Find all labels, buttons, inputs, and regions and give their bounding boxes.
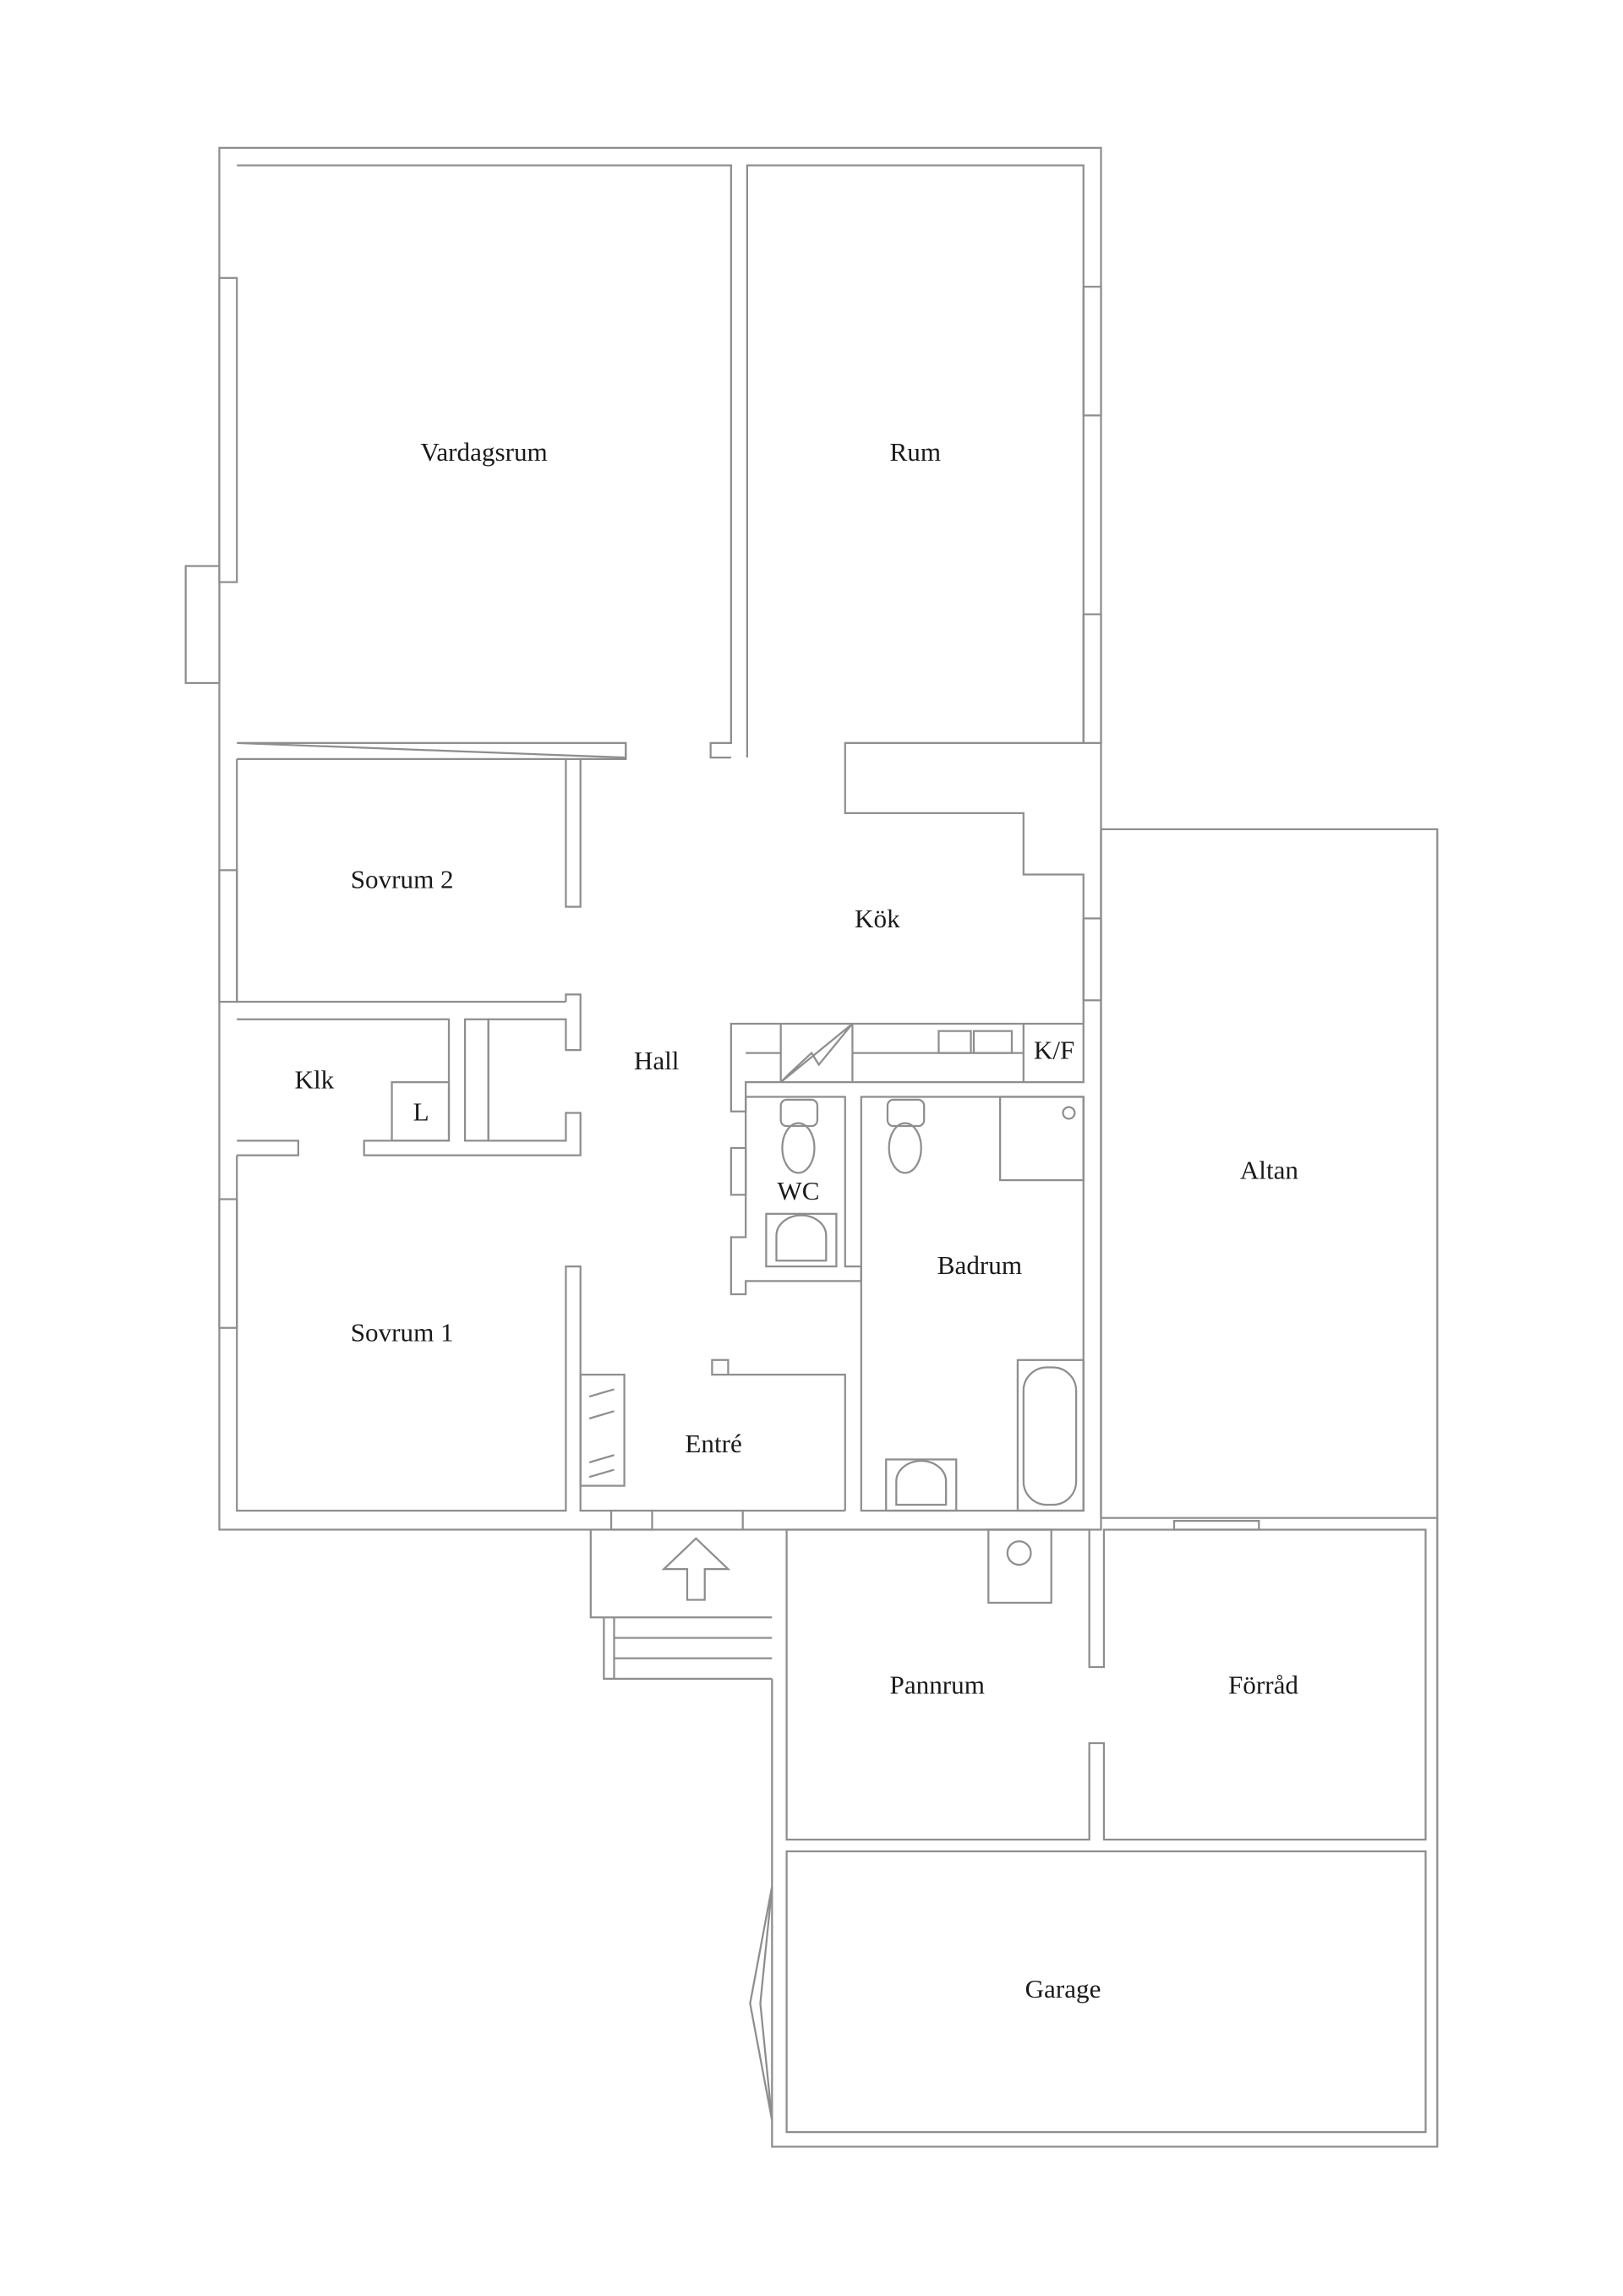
room-label-garage: Garage	[1025, 1974, 1101, 2004]
sink-basin	[937, 1030, 972, 1054]
window	[218, 276, 238, 583]
wardrobe	[579, 1373, 626, 1487]
room-label-altan: Altan	[1240, 1156, 1299, 1185]
window	[1082, 613, 1102, 744]
room-label-vardagsrum: Vardagsrum	[420, 437, 547, 467]
entrance-arrow-icon	[661, 1537, 731, 1601]
window	[1082, 917, 1102, 1002]
stove-icon	[779, 1023, 854, 1084]
sink-basin	[972, 1030, 1014, 1054]
main-house-walls	[184, 146, 1102, 1531]
lower-section-walls	[749, 1517, 1439, 2148]
bathroom-sink	[885, 1458, 958, 1512]
room-label-sovrum1: Sovrum 1	[351, 1318, 454, 1348]
wc-toilet	[779, 1098, 819, 1174]
entry-steps	[589, 1529, 773, 1681]
room-label-linen: L	[413, 1096, 429, 1126]
chimney	[184, 565, 221, 685]
room-label-klk: Klk	[295, 1064, 335, 1094]
room-label-badrum: Badrum	[937, 1250, 1022, 1280]
kitchen-counter	[730, 1022, 1085, 1196]
window	[218, 869, 238, 1003]
boiler	[987, 1528, 1052, 1604]
window	[1082, 286, 1102, 417]
linen-closet	[391, 1081, 451, 1142]
room-label-hall: Hall	[634, 1046, 680, 1075]
room-label-rum: Rum	[890, 437, 942, 467]
bathtub	[1016, 1358, 1085, 1512]
window	[218, 1198, 238, 1329]
interior-walls	[236, 164, 1085, 1531]
room-label-kok: Kök	[855, 904, 900, 933]
room-label-entre: Entré	[685, 1429, 741, 1458]
room-label-sovrum2: Sovrum 2	[351, 864, 454, 894]
garage-door	[749, 1886, 773, 2121]
room-label-kf: K/F	[1034, 1036, 1074, 1065]
shower	[999, 1096, 1085, 1182]
room-label-pannrum: Pannrum	[890, 1670, 985, 1699]
room-label-forrad: Förråd	[1228, 1670, 1298, 1699]
wc-sink	[765, 1212, 838, 1268]
room-label-wc: WC	[777, 1176, 819, 1205]
bathroom-toilet	[886, 1098, 926, 1174]
